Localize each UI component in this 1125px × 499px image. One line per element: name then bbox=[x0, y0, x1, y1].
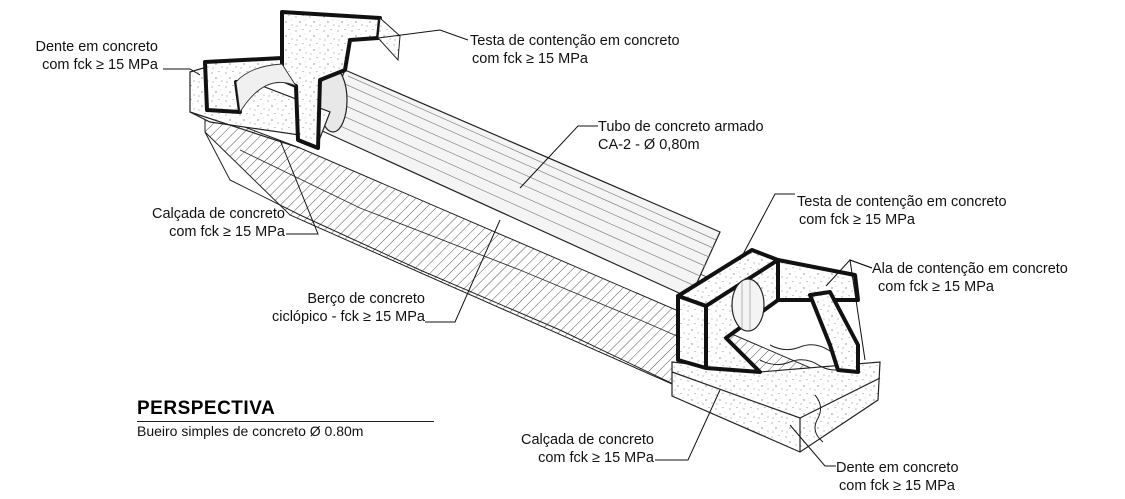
label-calcada-bottom: Calçada de concreto com fck ≥ 15 MPa bbox=[490, 431, 654, 467]
label-berco-line1: Berço de concreto bbox=[307, 291, 425, 307]
leader-calcada-bottom bbox=[655, 389, 721, 461]
label-testa-right-line1: Testa de contenção em concreto bbox=[797, 194, 1007, 210]
drawing-title: PERSPECTIVA bbox=[137, 398, 276, 419]
label-calcada-bottom-line1: Calçada de concreto bbox=[521, 432, 654, 448]
label-berco: Berço de concreto ciclópico - fck ≥ 15 M… bbox=[220, 290, 425, 326]
leader-calcada-left bbox=[279, 139, 319, 235]
drawing-subtitle: Bueiro simples de concreto Ø 0.80m bbox=[137, 423, 364, 439]
label-ala: Ala de contenção em concreto com fck ≥ 1… bbox=[872, 260, 1068, 296]
label-calcada-bottom-line2: com fck ≥ 15 MPa bbox=[538, 450, 654, 466]
title-block: PERSPECTIVA Bueiro simples de concreto Ø… bbox=[137, 398, 434, 439]
label-calcada-left-line2: com fck ≥ 15 MPa bbox=[169, 224, 285, 240]
leader-berco bbox=[425, 219, 501, 323]
leader-dente-left bbox=[163, 68, 201, 76]
label-calcada-left-line1: Calçada de concreto bbox=[152, 206, 285, 222]
left-headwall bbox=[203, 10, 401, 150]
label-tubo-line2: CA-2 - Ø 0,80m bbox=[598, 137, 700, 153]
label-testa-top-line1: Testa de contenção em concreto bbox=[470, 33, 680, 49]
label-testa-top: Testa de contenção em concreto com fck ≥… bbox=[470, 32, 680, 68]
label-testa-top-line2: com fck ≥ 15 MPa bbox=[472, 51, 588, 67]
label-tubo: Tubo de concreto armado CA-2 - Ø 0,80m bbox=[598, 118, 764, 154]
label-testa-right: Testa de contenção em concreto com fck ≥… bbox=[797, 193, 1007, 229]
title-underline bbox=[137, 421, 434, 422]
label-testa-right-line2: com fck ≥ 15 MPa bbox=[799, 212, 915, 228]
label-dente-left-line2: com fck ≥ 15 MPa bbox=[42, 57, 158, 73]
leader-testa-right bbox=[739, 193, 795, 261]
label-dente-left: Dente em concreto com fck ≥ 15 MPa bbox=[8, 38, 158, 74]
leader-testa-top bbox=[377, 29, 469, 41]
label-calcada-left: Calçada de concreto com fck ≥ 15 MPa bbox=[120, 205, 285, 241]
label-dente-left-line1: Dente em concreto bbox=[35, 39, 158, 55]
label-dente-right-line1: Dente em concreto bbox=[836, 460, 959, 476]
label-berco-line2: ciclópico - fck ≥ 15 MPa bbox=[271, 309, 425, 325]
label-tubo-line1: Tubo de concreto armado bbox=[598, 119, 764, 135]
concrete-pipe bbox=[318, 67, 721, 299]
label-ala-line1: Ala de contenção em concreto bbox=[872, 261, 1068, 277]
right-calcada bbox=[671, 344, 881, 453]
right-headwall bbox=[676, 248, 860, 374]
label-dente-right-line2: com fck ≥ 15 MPa bbox=[839, 478, 955, 494]
leader-dente-right bbox=[789, 424, 836, 467]
leader-lines bbox=[163, 29, 873, 467]
label-ala-line2: com fck ≥ 15 MPa bbox=[878, 279, 994, 295]
label-dente-right: Dente em concreto com fck ≥ 15 MPa bbox=[836, 459, 959, 495]
leader-ala-b bbox=[849, 259, 873, 361]
leader-tubo bbox=[519, 125, 598, 189]
